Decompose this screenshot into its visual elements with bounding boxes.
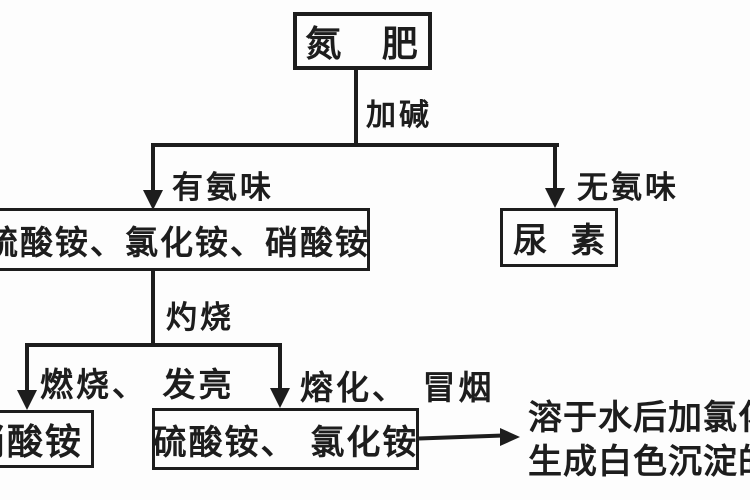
arrowhead-down-icon <box>143 190 163 210</box>
result-note-line2: 生成白色沉淀的 <box>528 442 750 482</box>
connector-burns <box>25 343 29 394</box>
arrowhead-down-icon <box>545 188 565 208</box>
edge-label-ignite: 灼烧 <box>166 300 234 336</box>
node-nitrogen-fertilizer-label: 氮 肥 <box>305 24 432 65</box>
connector-ignite-down <box>151 269 155 347</box>
result-note: 溶于水后加氯化 生成白色沉淀的 <box>528 396 750 484</box>
connector-melts <box>278 343 282 392</box>
connector-right-smell <box>553 143 557 193</box>
node-nitrate: 硝酸铵 <box>0 410 94 468</box>
connector-result <box>418 433 504 441</box>
node-ammonium-salts-label: 硫酸铵、氯化铵、硝酸铵 <box>0 222 370 262</box>
node-sulfate-chloride: 硫酸铵、 氯化铵 <box>152 408 419 470</box>
edge-label-has-ammonia-smell: 有氨味 <box>172 170 274 206</box>
arrowhead-down-icon <box>17 390 37 410</box>
arrowhead-down-icon <box>270 388 290 408</box>
node-urea-label: 尿 素 <box>513 221 611 261</box>
node-ammonium-salts: 硫酸铵、氯化铵、硝酸铵 <box>0 208 370 271</box>
edge-label-melts-smokes: 熔化、 冒烟 <box>300 368 495 407</box>
branch-line-top <box>151 143 559 147</box>
node-nitrate-label: 硝酸铵 <box>0 422 83 463</box>
connector-root-down <box>354 70 358 146</box>
result-note-line1: 溶于水后加氯化 <box>528 398 750 438</box>
edge-label-burns-brightly: 燃烧、 发亮 <box>40 365 235 404</box>
connector-left-smell <box>151 143 155 195</box>
edge-label-add-alkali: 加碱 <box>366 98 432 133</box>
node-urea: 尿 素 <box>500 208 618 267</box>
arrowhead-right-icon <box>500 428 520 446</box>
node-nitrogen-fertilizer: 氮 肥 <box>293 12 432 70</box>
branch-line-bottom <box>25 343 282 347</box>
edge-label-no-ammonia-smell: 无氨味 <box>577 170 679 206</box>
node-sulfate-chloride-label: 硫酸铵、 氯化铵 <box>152 422 419 463</box>
